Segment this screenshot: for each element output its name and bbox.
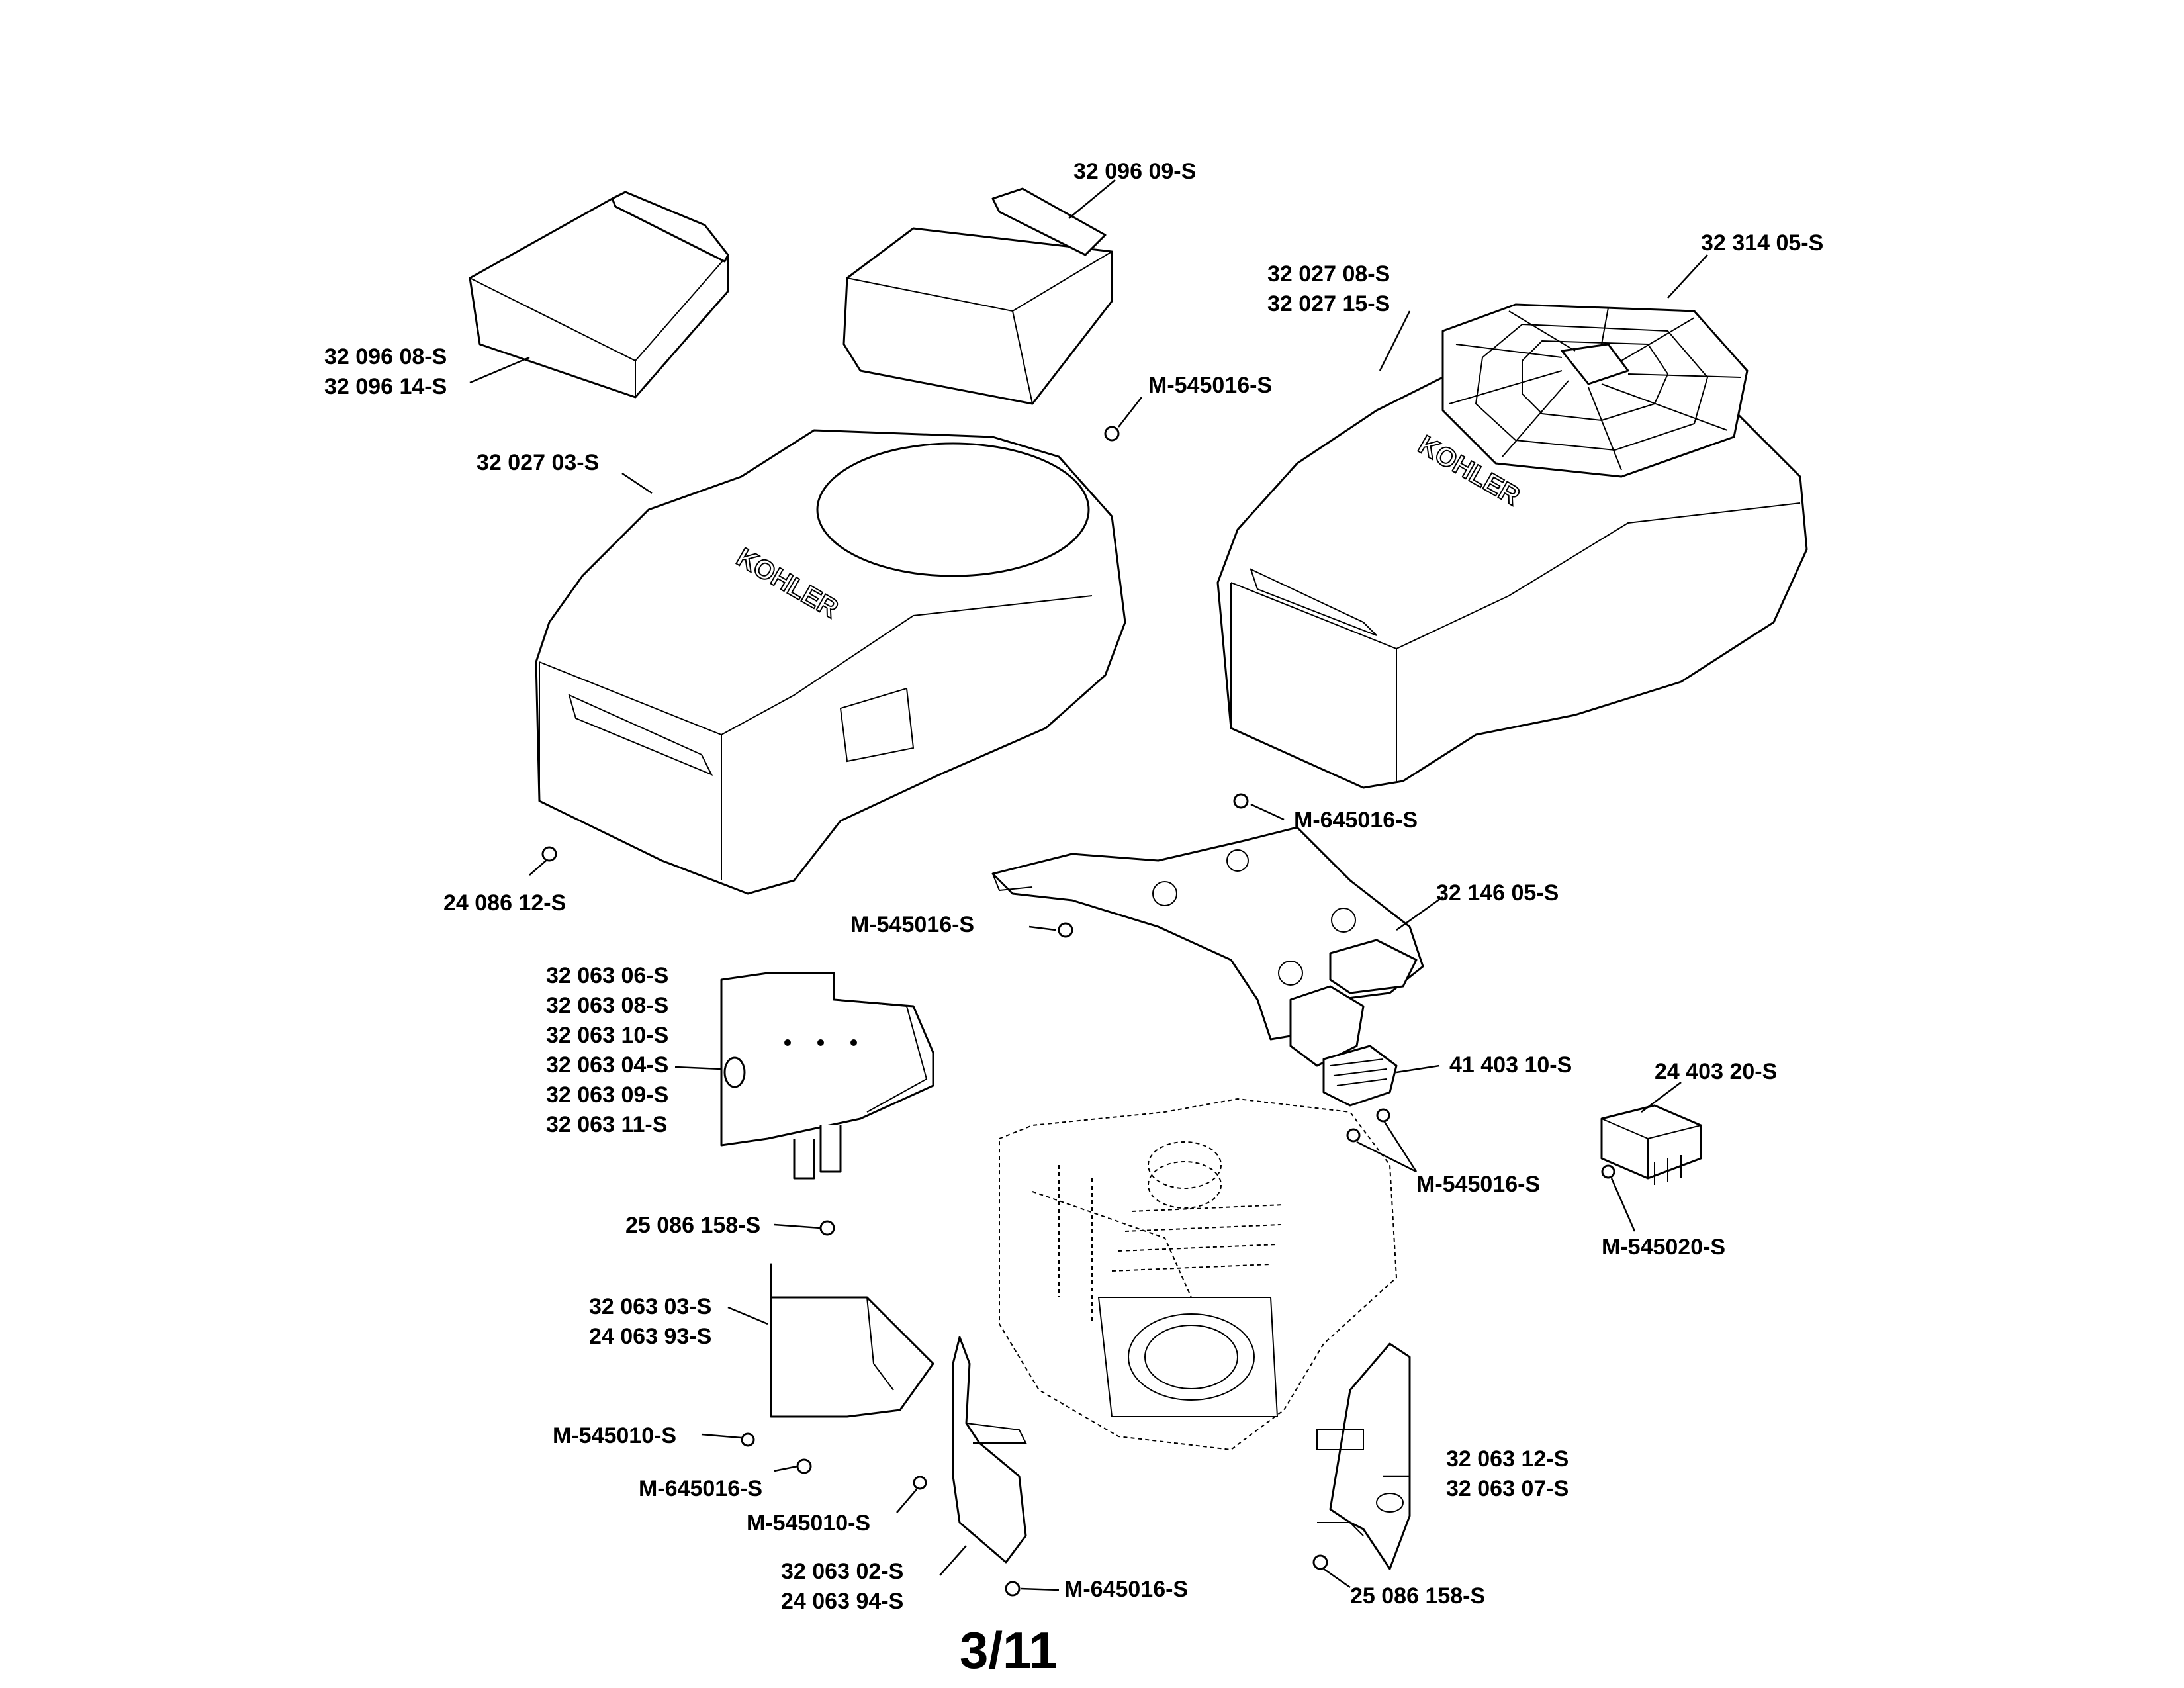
screw-icon <box>1312 1554 1328 1570</box>
screw-icon <box>1376 1108 1390 1123</box>
leader-lines <box>469 179 1708 1591</box>
part-label: 32 063 08-S <box>546 993 668 1018</box>
part-label: 32 063 04-S <box>546 1053 668 1078</box>
screw-icon <box>541 846 557 862</box>
screw-icon <box>796 1458 812 1474</box>
regulator-stack <box>1289 939 1418 1107</box>
part-label: 25 086 158-S <box>1350 1583 1485 1609</box>
part-label: 32 063 12-S <box>1446 1446 1569 1472</box>
engine-block <box>999 1098 1398 1451</box>
screw-icon <box>819 1220 835 1236</box>
cylinder-baffle-right <box>1316 1342 1411 1570</box>
part-label: 25 086 158-S <box>625 1213 760 1238</box>
screw-icon <box>1601 1164 1615 1179</box>
cylinder-baffle-left <box>770 1263 934 1418</box>
part-label: 32 314 05-S <box>1701 230 1823 256</box>
screw-icon <box>1233 793 1249 809</box>
part-label: M-545016-S <box>1148 373 1272 398</box>
screw-icon <box>1346 1128 1361 1143</box>
part-label: 32 146 05-S <box>1436 880 1559 906</box>
part-label: 32 096 14-S <box>324 374 447 399</box>
part-label: 24 063 93-S <box>589 1324 711 1349</box>
part-label: 24 063 94-S <box>781 1589 903 1614</box>
air-deflector-left <box>469 191 729 399</box>
screw-icon <box>913 1476 927 1490</box>
part-label: M-545020-S <box>1602 1235 1725 1260</box>
part-label: 32 063 03-S <box>589 1294 711 1319</box>
fasteners <box>541 426 1615 1597</box>
rotating-screen <box>1441 303 1749 478</box>
part-labels: 32 096 09-S 32 314 05-S 32 027 08-S 32 0… <box>324 159 1823 1614</box>
part-label: 41 403 10-S <box>1449 1053 1572 1078</box>
part-label: 32 063 10-S <box>546 1023 668 1048</box>
part-label: 32 096 08-S <box>324 344 447 369</box>
screw-icon <box>741 1432 755 1447</box>
part-label: M-545016-S <box>1416 1172 1540 1197</box>
page-number: 3/11 <box>960 1621 1058 1679</box>
cylinder-baffle-lower <box>952 1336 1027 1564</box>
part-label: M-645016-S <box>1294 808 1418 833</box>
part-label: M-645016-S <box>639 1476 762 1501</box>
screw-icon <box>1005 1581 1021 1597</box>
part-label: M-545016-S <box>850 912 974 937</box>
part-label: M-645016-S <box>1064 1577 1188 1602</box>
regulator-module <box>1600 1104 1702 1185</box>
blower-housing-left: KOHLER <box>535 429 1126 895</box>
part-label: M-545010-S <box>553 1423 676 1448</box>
backing-plate <box>991 826 1424 1041</box>
part-label: 32 063 06-S <box>546 963 668 988</box>
part-label: 32 027 15-S <box>1267 291 1390 316</box>
part-label: 32 063 09-S <box>546 1082 668 1107</box>
part-label: 32 063 02-S <box>781 1559 903 1584</box>
part-label: M-545010-S <box>747 1511 870 1536</box>
part-label: 32 027 03-S <box>477 450 599 475</box>
part-label: 32 027 08-S <box>1267 261 1390 287</box>
screw-icon <box>1058 922 1073 938</box>
screw-icon <box>1104 426 1120 442</box>
part-label: 24 086 12-S <box>443 890 566 915</box>
part-label: 32 096 09-S <box>1073 159 1196 184</box>
part-label: 32 063 11-S <box>546 1112 667 1137</box>
cylinder-baffle-upper <box>720 972 934 1180</box>
part-label: 32 063 07-S <box>1446 1476 1569 1501</box>
part-label: 24 403 20-S <box>1655 1059 1777 1084</box>
air-deflector-middle <box>842 187 1113 405</box>
